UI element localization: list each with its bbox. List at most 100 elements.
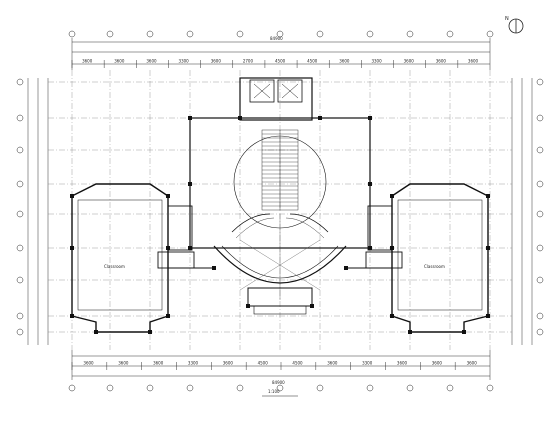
axis-bubble xyxy=(536,180,544,188)
axis-bubble xyxy=(16,276,24,284)
column xyxy=(188,182,192,186)
bottom-dimension-label: 3600 xyxy=(83,361,94,366)
column xyxy=(390,246,394,250)
column xyxy=(486,246,490,250)
column xyxy=(70,314,74,318)
axis-bubble xyxy=(16,312,24,320)
top-dimension-label: 3600 xyxy=(339,59,350,64)
rotunda-diagonals xyxy=(239,214,321,300)
column xyxy=(344,266,348,270)
axis-bubble xyxy=(316,30,324,38)
axis-bubble xyxy=(406,30,414,38)
bottom-dimension-label: 3600 xyxy=(223,361,234,366)
column xyxy=(188,116,192,120)
axis-bubble xyxy=(16,146,24,154)
column xyxy=(212,266,216,270)
right-link xyxy=(346,205,403,269)
axis-bubble xyxy=(16,210,24,218)
bottom-dimension-label: 3300 xyxy=(362,361,373,366)
plan-caption: 1:100 xyxy=(268,389,280,394)
bottom-dimension-label: 3600 xyxy=(432,361,443,366)
right-wing xyxy=(391,183,489,333)
axis-bubble xyxy=(106,30,114,38)
top-dimension-label: 2700 xyxy=(243,59,254,64)
bottom-dimension-label: 3600 xyxy=(153,361,164,366)
bottom-dimension-label: 3300 xyxy=(188,361,199,366)
top-dimension-label: 3600 xyxy=(146,59,157,64)
axis-bubble xyxy=(236,30,244,38)
axis-bubble xyxy=(16,180,24,188)
column xyxy=(166,314,170,318)
axis-bubble xyxy=(366,30,374,38)
top-dimension-label: 3600 xyxy=(404,59,415,64)
column xyxy=(148,330,152,334)
side-dimension-lines xyxy=(27,78,533,345)
top-dimension-label: 3300 xyxy=(179,59,190,64)
axis-bubble xyxy=(536,312,544,320)
left-link xyxy=(157,205,214,269)
axis-bubble xyxy=(536,78,544,86)
top-dimension-label: 3600 xyxy=(114,59,125,64)
axis-bubble xyxy=(186,384,194,392)
axis-bubble xyxy=(146,384,154,392)
north-arrow-icon: N xyxy=(505,16,524,34)
axis-bubble xyxy=(236,384,244,392)
column xyxy=(368,116,372,120)
bottom-dimension-label: 3600 xyxy=(118,361,129,366)
structural-columns xyxy=(70,116,490,334)
left-wing xyxy=(71,183,169,333)
entrance-portico xyxy=(247,287,313,315)
top-total-dimension: 84900 xyxy=(270,36,283,41)
axis-bubble xyxy=(536,210,544,218)
top-dimension-label: 3600 xyxy=(468,59,479,64)
axis-bubble xyxy=(446,30,454,38)
north-label: N xyxy=(505,16,509,22)
right-hall-label: Classroom xyxy=(424,264,445,269)
axis-bubble xyxy=(406,384,414,392)
axis-bubbles xyxy=(16,30,544,392)
top-dimension-lines xyxy=(71,38,491,70)
axis-bubble xyxy=(276,30,284,38)
column xyxy=(238,116,242,120)
axis-bubble xyxy=(536,146,544,154)
column xyxy=(368,246,372,250)
column xyxy=(246,304,250,308)
axis-bubble xyxy=(16,114,24,122)
axis-bubble xyxy=(68,384,76,392)
axis-bubble xyxy=(366,384,374,392)
axis-bubble xyxy=(486,30,494,38)
axis-bubble xyxy=(146,30,154,38)
top-dimension-label: 3600 xyxy=(82,59,93,64)
stair-treads xyxy=(262,133,298,207)
bottom-dimension-label: 4500 xyxy=(292,361,303,366)
axis-bubble xyxy=(106,384,114,392)
axis-bubble xyxy=(446,384,454,392)
column xyxy=(318,116,322,120)
top-dimension-label: 3300 xyxy=(371,59,382,64)
axis-bubble xyxy=(486,384,494,392)
column xyxy=(486,314,490,318)
column xyxy=(70,246,74,250)
column xyxy=(390,314,394,318)
left-hall-label: Classroom xyxy=(104,264,125,269)
axis-bubble xyxy=(536,328,544,336)
column xyxy=(390,194,394,198)
top-dimension-label: 4500 xyxy=(275,59,286,64)
bottom-total-dimension: 84900 xyxy=(272,380,285,385)
column xyxy=(70,194,74,198)
bottom-dimension-label: 3600 xyxy=(467,361,478,366)
column xyxy=(368,182,372,186)
axis-bubble xyxy=(316,384,324,392)
bottom-dimension-label: 3600 xyxy=(327,361,338,366)
elevator-x-marks xyxy=(253,83,299,99)
column xyxy=(486,194,490,198)
column xyxy=(408,330,412,334)
column xyxy=(94,330,98,334)
axis-bubble xyxy=(536,276,544,284)
column xyxy=(188,246,192,250)
column xyxy=(462,330,466,334)
top-dimension-row: 3600 3600 3600 3300 3600 2700 4500 4500 3600 3300… xyxy=(71,59,479,68)
top-dimension-label: 4500 xyxy=(307,59,318,64)
